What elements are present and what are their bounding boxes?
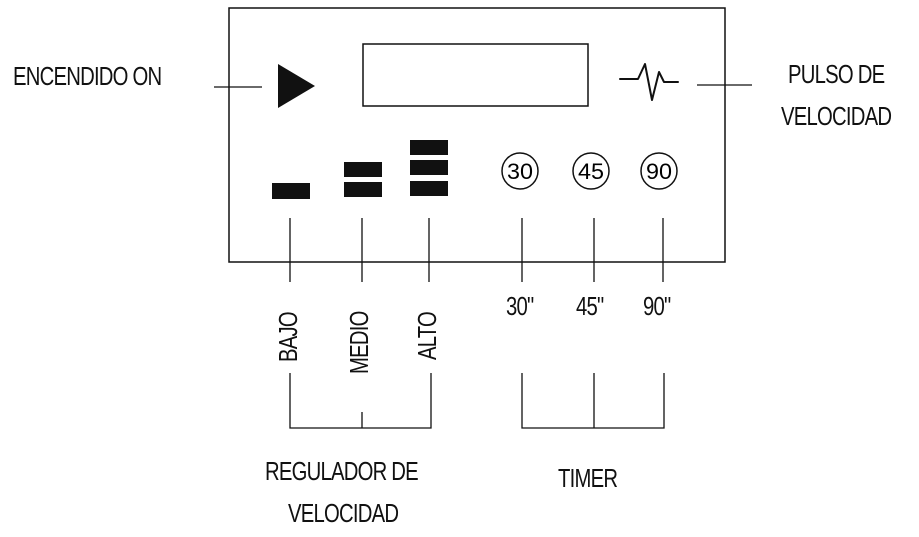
speed-bar — [410, 181, 448, 196]
timer-button-90[interactable]: 90 — [640, 152, 678, 190]
play-icon[interactable] — [278, 64, 315, 108]
timer-value-30: 30" — [506, 291, 534, 321]
speed-bar — [410, 160, 448, 175]
pulse-label-line2: VELOCIDAD — [781, 101, 892, 131]
speed-bar — [272, 183, 310, 199]
speed-medium-button[interactable] — [344, 162, 382, 197]
timer-button-label: 45 — [578, 159, 604, 184]
speed-group-bracket — [289, 373, 432, 429]
timer-button-30[interactable]: 30 — [501, 152, 539, 190]
power-label: ENCENDIDO ON — [13, 61, 162, 91]
timer-button-45[interactable]: 45 — [572, 152, 610, 190]
speed-high-label: ALTO — [412, 312, 442, 360]
timer-button-label: 90 — [646, 159, 672, 184]
display-screen — [362, 43, 589, 107]
timer-button-label: 30 — [507, 159, 533, 184]
pulse-label-line1: PULSO DE — [788, 59, 885, 89]
speed-bar — [410, 140, 448, 155]
timer-group-bracket — [521, 373, 665, 429]
timer-value-90: 90" — [643, 291, 671, 321]
speed-high-button[interactable] — [410, 140, 448, 196]
control-panel-frame — [228, 7, 726, 263]
speed-medium-label: MEDIO — [344, 311, 374, 374]
speed-low-button[interactable] — [272, 183, 310, 199]
speed-low-label: BAJO — [273, 312, 303, 362]
timer-group-label: TIMER — [558, 463, 618, 493]
speed-group-label-line1: REGULADOR DE — [265, 456, 419, 486]
speed-group-label-line2: VELOCIDAD — [288, 498, 399, 528]
pulse-wave-icon[interactable] — [619, 63, 679, 101]
speed-bar — [344, 182, 382, 197]
timer-value-45: 45" — [576, 291, 604, 321]
speed-bar — [344, 162, 382, 177]
